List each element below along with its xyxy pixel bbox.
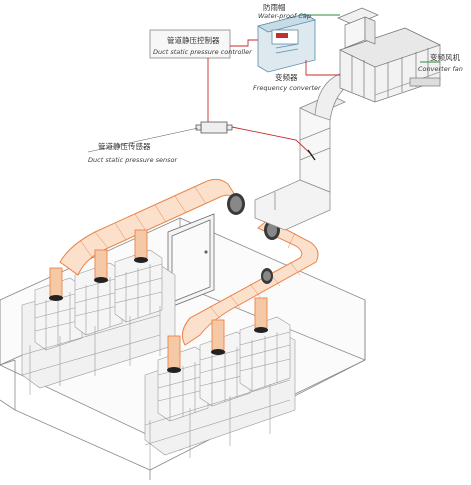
label-converter-fan: 变频风机 Converter fan [418,52,463,73]
door-icon [167,213,215,309]
frequency-converter-cn: 变频器 [275,72,298,82]
label-pressure-sensor: 管道静压传感器 Duct static pressure sensor [88,141,179,164]
label-frequency-converter: 变频器 Frequency converter [253,72,322,92]
wire-converter-to-fan [305,60,340,76]
pressure-controller-icon [149,29,231,59]
label-pressure-controller: 管道静压控制器 Duct static pressure controller [153,35,253,56]
converter-fan-en: Converter fan [418,65,463,73]
wire-sensor-to-duct [231,126,313,156]
frequency-converter-icon [256,13,317,73]
pressure-sensor-icon [195,121,233,134]
signal-wiring [87,14,440,156]
waterproof-cap-en: Water-proof Cap [258,12,311,20]
damper-branch [261,268,273,284]
fume-hood-icon [114,249,163,323]
waterproof-cap-icon [337,7,379,49]
frequency-converter-en: Frequency converter [253,84,322,92]
duct-left-drops [49,229,148,297]
damper-left [227,193,245,215]
fume-hood-group-left [21,249,176,395]
converter-fan-cn: 变频风机 [430,52,460,62]
pressure-controller-cn: 管道静压控制器 [167,35,220,45]
riser-duct [254,71,362,231]
leader-sensor-label [87,127,199,153]
fume-hood-icon [34,277,83,351]
duct-left-collars [49,257,148,301]
label-waterproof-cap: 防雨帽 Water-proof Cap [258,2,311,20]
pressure-controller-en: Duct static pressure controller [153,48,253,56]
pressure-sensor-cn: 管道静压传感器 [98,141,151,151]
sensor-probe [307,149,316,161]
duct-left-ribs [79,186,207,258]
pressure-sensor-en: Duct static pressure sensor [88,156,179,164]
fume-hood-icon [74,262,123,336]
converter-fan-icon [339,27,441,103]
waterproof-cap-cn: 防雨帽 [263,2,286,12]
duct-right-collars [167,327,268,373]
fume-hood-icon [239,316,291,392]
duct-right-main [181,219,319,346]
wire-controller-to-converter [230,39,258,47]
